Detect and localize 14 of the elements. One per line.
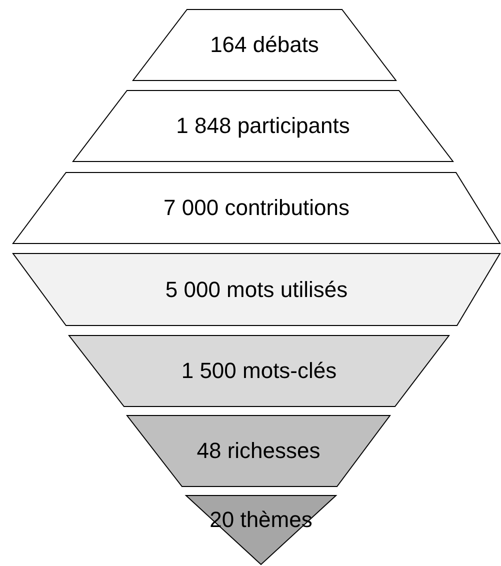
funnel-layer bbox=[69, 335, 449, 407]
layer-label: 48 richesses bbox=[196, 437, 320, 465]
funnel-layer bbox=[133, 9, 396, 81]
layer-label: 1 848 participants bbox=[176, 112, 350, 140]
funnel-layer bbox=[127, 415, 390, 487]
layer-label: 7 000 contributions bbox=[164, 194, 350, 222]
layer-label: 20 thèmes bbox=[210, 506, 312, 534]
funnel-layer bbox=[13, 253, 500, 326]
layer-label: 164 débats bbox=[210, 31, 319, 59]
funnel-layer bbox=[13, 172, 500, 244]
funnel-layer bbox=[73, 90, 453, 162]
layer-label: 5 000 mots utilisés bbox=[165, 276, 348, 304]
funnel-layer bbox=[186, 495, 336, 565]
layer-label: 1 500 mots-clés bbox=[181, 357, 337, 385]
